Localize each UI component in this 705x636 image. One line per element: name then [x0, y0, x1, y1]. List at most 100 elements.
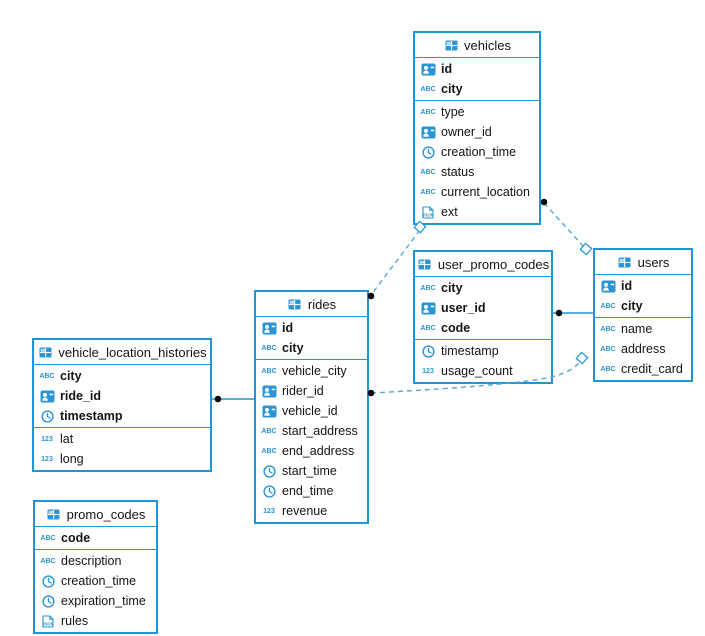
column-label: city	[441, 281, 463, 295]
column-row[interactable]: ABC start_address	[256, 421, 367, 441]
column-label: creation_time	[441, 145, 517, 159]
table-users[interactable]: users id ABC city ABC name ABC address A…	[593, 248, 693, 382]
column-row[interactable]: ABC code	[415, 318, 551, 338]
id-type-icon	[261, 322, 277, 335]
timestamp-type-icon	[39, 410, 55, 423]
column-label: code	[441, 321, 471, 335]
column-label: rider_id	[282, 384, 324, 398]
column-row[interactable]: 123 usage_count	[415, 361, 551, 381]
column-row[interactable]: ABC status	[415, 162, 539, 182]
string-type-icon: ABC	[600, 325, 616, 333]
column-label: ride_id	[60, 389, 101, 403]
id-type-icon	[420, 302, 436, 315]
timestamp-type-icon	[261, 465, 277, 478]
column-label: creation_time	[61, 574, 137, 588]
column-row[interactable]: timestamp	[34, 406, 210, 426]
table-name: vehicle_location_histories	[58, 344, 207, 360]
column-label: id	[282, 321, 294, 335]
string-type-icon: ABC	[600, 345, 616, 353]
column-row[interactable]: user_id	[415, 298, 551, 318]
column-row[interactable]: owner_id	[415, 122, 539, 142]
id-type-icon	[261, 405, 277, 418]
column-label: ext	[441, 205, 458, 219]
string-type-icon: ABC	[420, 85, 436, 93]
table-name: rides	[307, 296, 337, 312]
table-header[interactable]: user_promo_codes	[415, 252, 551, 277]
column-row[interactable]: 123 long	[34, 449, 210, 469]
table-vehicle-location-histories[interactable]: vehicle_location_histories ABC city ride…	[32, 338, 212, 472]
column-label: credit_card	[621, 362, 683, 376]
numeric-type-icon: 123	[263, 507, 275, 515]
column-row[interactable]: ABC vehicle_city	[256, 361, 367, 381]
connector-diamond	[575, 351, 589, 365]
column-label: status	[441, 165, 475, 179]
column-row[interactable]: creation_time	[35, 571, 156, 591]
column-row[interactable]: ABC city	[256, 338, 367, 358]
column-row[interactable]: ABC type	[415, 102, 539, 122]
table-header[interactable]: vehicles	[415, 33, 539, 58]
column-row[interactable]: ABC end_address	[256, 441, 367, 461]
column-row[interactable]: ABC city	[415, 79, 539, 99]
table-header[interactable]: rides	[256, 292, 367, 317]
column-label: id	[441, 62, 453, 76]
id-type-icon	[420, 126, 436, 139]
connector-dot	[555, 309, 563, 317]
table-promo-codes[interactable]: promo_codes ABC code ABC description cre…	[33, 500, 158, 634]
column-row[interactable]: creation_time	[415, 142, 539, 162]
id-type-icon	[420, 63, 436, 76]
column-row[interactable]: ABC name	[595, 319, 691, 339]
column-row[interactable]: 123 lat	[34, 429, 210, 449]
table-name: vehicles	[464, 37, 511, 53]
table-rides[interactable]: rides id ABC city ABC vehicle_city rider…	[254, 290, 369, 524]
connector-diamond	[579, 242, 593, 256]
string-type-icon: ABC	[39, 372, 55, 380]
table-vehicles[interactable]: vehicles id ABC city ABC type owner_id	[413, 31, 541, 225]
column-row[interactable]: ext	[415, 202, 539, 222]
column-label: long	[60, 452, 84, 466]
column-label: usage_count	[441, 364, 513, 378]
string-type-icon: ABC	[600, 365, 616, 373]
column-label: description	[61, 554, 122, 568]
numeric-type-icon: 123	[422, 367, 434, 375]
table-name: users	[637, 254, 670, 270]
column-label: city	[621, 299, 643, 313]
column-label: id	[621, 279, 633, 293]
column-label: owner_id	[441, 125, 492, 139]
column-label: name	[621, 322, 653, 336]
column-row[interactable]: 123 revenue	[256, 501, 367, 521]
column-row[interactable]: id	[256, 318, 367, 338]
column-row[interactable]: id	[595, 276, 691, 296]
timestamp-type-icon	[40, 575, 56, 588]
column-row[interactable]: ABC city	[34, 366, 210, 386]
column-label: timestamp	[60, 409, 123, 423]
column-row[interactable]: ABC code	[35, 528, 156, 548]
table-header[interactable]: promo_codes	[35, 502, 156, 527]
column-row[interactable]: ABC address	[595, 339, 691, 359]
table-header[interactable]: users	[595, 250, 691, 275]
table-user-promo-codes[interactable]: user_promo_codes ABC city user_id ABC co…	[413, 250, 553, 384]
table-icon	[443, 40, 459, 51]
table-icon	[37, 347, 53, 358]
column-row[interactable]: vehicle_id	[256, 401, 367, 421]
id-type-icon	[39, 390, 55, 403]
column-row[interactable]: id	[415, 59, 539, 79]
column-row[interactable]: rules	[35, 611, 156, 631]
column-row[interactable]: end_time	[256, 481, 367, 501]
column-row[interactable]: ABC current_location	[415, 182, 539, 202]
column-row[interactable]: ABC city	[595, 296, 691, 316]
column-row[interactable]: ABC credit_card	[595, 359, 691, 379]
column-label: code	[61, 531, 91, 545]
column-row[interactable]: start_time	[256, 461, 367, 481]
column-row[interactable]: ABC city	[415, 278, 551, 298]
column-label: city	[60, 369, 82, 383]
column-row[interactable]: rider_id	[256, 381, 367, 401]
column-row[interactable]: ride_id	[34, 386, 210, 406]
column-row[interactable]: timestamp	[415, 341, 551, 361]
column-row[interactable]: ABC description	[35, 551, 156, 571]
column-row[interactable]: expiration_time	[35, 591, 156, 611]
string-type-icon: ABC	[420, 324, 436, 332]
json-type-icon	[420, 206, 436, 219]
column-label: end_time	[282, 484, 334, 498]
table-header[interactable]: vehicle_location_histories	[34, 340, 210, 365]
relationship-vehicles-users	[543, 202, 585, 248]
